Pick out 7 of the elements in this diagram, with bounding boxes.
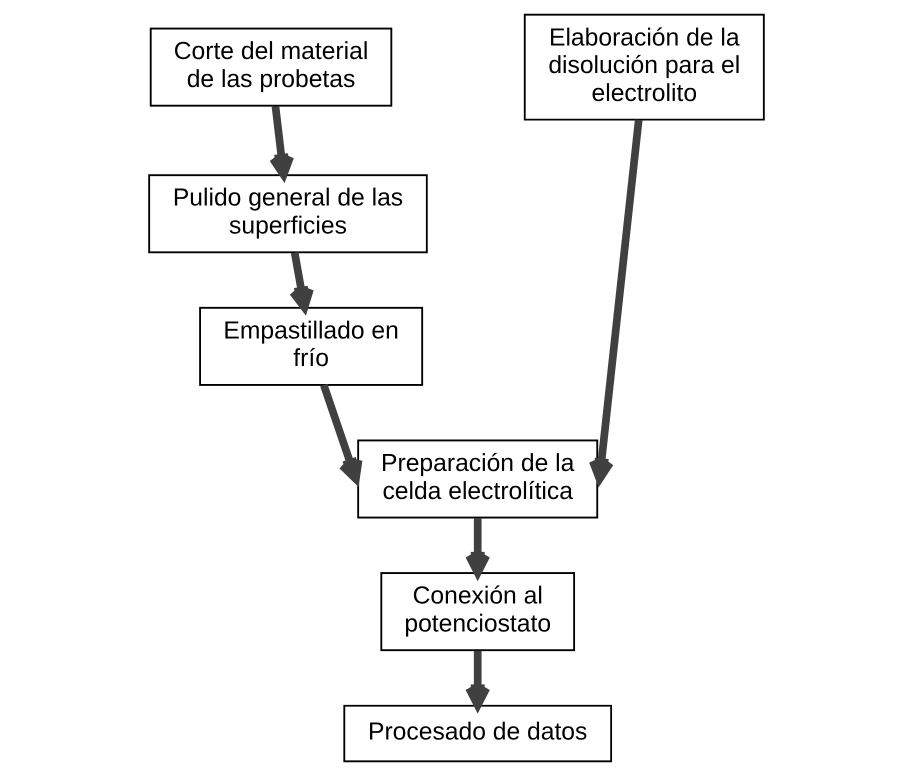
node-box: Corte del material de las probetas (150, 28, 392, 107)
node-box: Conexión al potenciostato (380, 572, 576, 652)
node-box: Empastillado en frío (199, 306, 424, 386)
node-box: Pulido general de las superficies (148, 174, 428, 254)
node-box: Preparación de la celda electrolítica (357, 440, 598, 518)
node-box: Procesado de datos (343, 704, 612, 762)
node-box: Elaboración de la disolución para el electrolito (524, 14, 765, 121)
